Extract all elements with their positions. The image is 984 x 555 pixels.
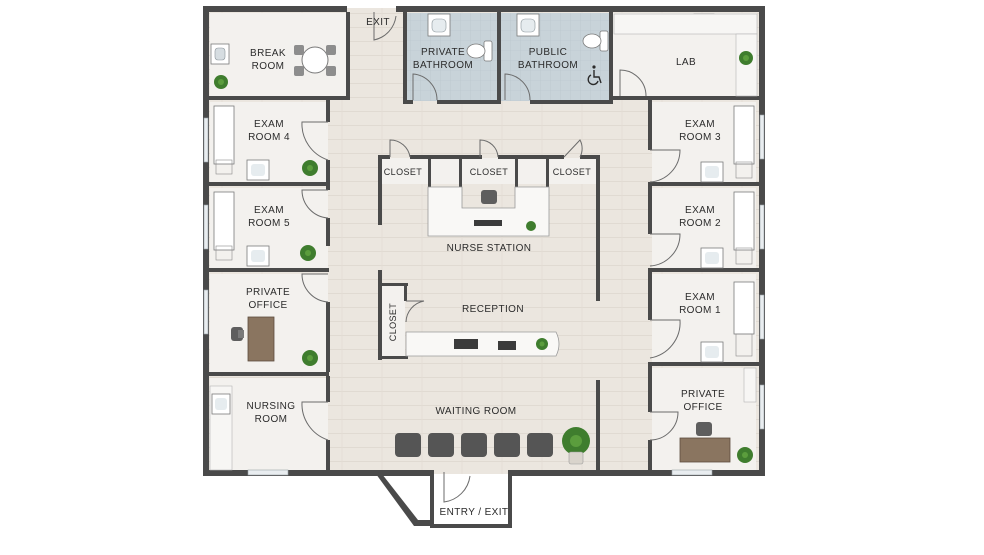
- label-exam-room-5: ROOM 5: [248, 218, 290, 229]
- sink-icon: [427, 13, 451, 37]
- label-closet-left: CLOSET: [384, 167, 423, 177]
- toilet-icon: [582, 30, 609, 52]
- sink-icon: [211, 393, 231, 415]
- chair-icon: [231, 327, 244, 341]
- sink-icon: [700, 341, 724, 363]
- label-exam-room-4: ROOM 4: [248, 132, 290, 143]
- office-shelf: [743, 367, 757, 403]
- reception-desk: [405, 331, 560, 357]
- label-break-room: ROOM: [252, 61, 285, 72]
- bed-icon: [733, 191, 755, 265]
- sink-icon: [246, 245, 270, 267]
- wheelchair-icon: [587, 65, 602, 86]
- label-exam-room-2: ROOM 2: [679, 218, 721, 229]
- label-exam-room-2: EXAM: [685, 205, 715, 216]
- label-private-office-right: PRIVATE: [681, 389, 725, 400]
- chair-icon: [481, 190, 497, 204]
- interior-walls: [209, 12, 759, 528]
- label-nursing-room: ROOM: [255, 414, 288, 425]
- label-exam-room-4: EXAM: [254, 119, 284, 130]
- label-private-bathroom: BATHROOM: [413, 60, 473, 71]
- sink-icon: [700, 247, 724, 269]
- label-exam-room-1: EXAM: [685, 292, 715, 303]
- plant-icon: [300, 245, 316, 261]
- desk-icon: [247, 316, 275, 362]
- bed-icon: [733, 105, 755, 179]
- waiting-chairs: [395, 433, 553, 457]
- plant-icon: [739, 51, 753, 65]
- label-lab: LAB: [676, 57, 696, 68]
- label-closet-reception: CLOSET: [388, 303, 398, 342]
- sink-icon: [210, 43, 230, 65]
- label-entry-exit: ENTRY / EXIT: [440, 507, 509, 518]
- plant-icon: [214, 75, 228, 89]
- label-nurse-station: NURSE STATION: [447, 243, 532, 254]
- label-private-bathroom: PRIVATE: [421, 47, 465, 58]
- private-bathroom-floor: [407, 13, 497, 101]
- label-private-office-left: OFFICE: [248, 300, 287, 311]
- windows: [203, 114, 765, 476]
- label-exit: EXIT: [366, 17, 390, 28]
- toilet-icon: [466, 40, 493, 62]
- desk-icon: [679, 437, 731, 463]
- break-room-table: [294, 45, 336, 76]
- sink-icon: [700, 161, 724, 183]
- plant-icon: [302, 350, 318, 366]
- bed-icon: [733, 281, 755, 357]
- bed-icon: [213, 105, 235, 175]
- chair-icon: [696, 422, 712, 436]
- plant-icon: [562, 427, 590, 465]
- plant-icon: [737, 447, 753, 463]
- plant-icon: [526, 221, 536, 231]
- label-nursing-room: NURSING: [247, 401, 296, 412]
- sink-icon: [246, 159, 270, 181]
- label-waiting-room: WAITING ROOM: [435, 406, 516, 417]
- nurse-station-desk: [427, 186, 550, 237]
- bed-icon: [213, 191, 235, 261]
- label-break-room: BREAK: [250, 48, 286, 59]
- label-exam-room-1: ROOM 1: [679, 305, 721, 316]
- label-public-bathroom: PUBLIC: [529, 47, 568, 58]
- label-closet-right: CLOSET: [553, 167, 592, 177]
- sink-icon: [516, 13, 540, 37]
- label-reception: RECEPTION: [462, 304, 524, 315]
- computer-icon: [454, 339, 478, 349]
- plant-icon: [302, 160, 318, 176]
- computer-icon: [498, 341, 516, 350]
- label-public-bathroom: BATHROOM: [518, 60, 578, 71]
- label-exam-room-5: EXAM: [254, 205, 284, 216]
- label-private-office-right: OFFICE: [683, 402, 722, 413]
- plant-icon: [536, 338, 548, 350]
- label-exam-room-3: ROOM 3: [679, 132, 721, 143]
- lab-counter: [613, 13, 758, 35]
- label-exam-room-3: EXAM: [685, 119, 715, 130]
- door-swings[interactable]: [301, 12, 681, 503]
- label-closet-center: CLOSET: [470, 167, 509, 177]
- label-private-office-left: PRIVATE: [246, 287, 290, 298]
- lab-counter: [735, 33, 758, 97]
- entry-angled-wall: [376, 474, 432, 526]
- computer-icon: [474, 220, 502, 226]
